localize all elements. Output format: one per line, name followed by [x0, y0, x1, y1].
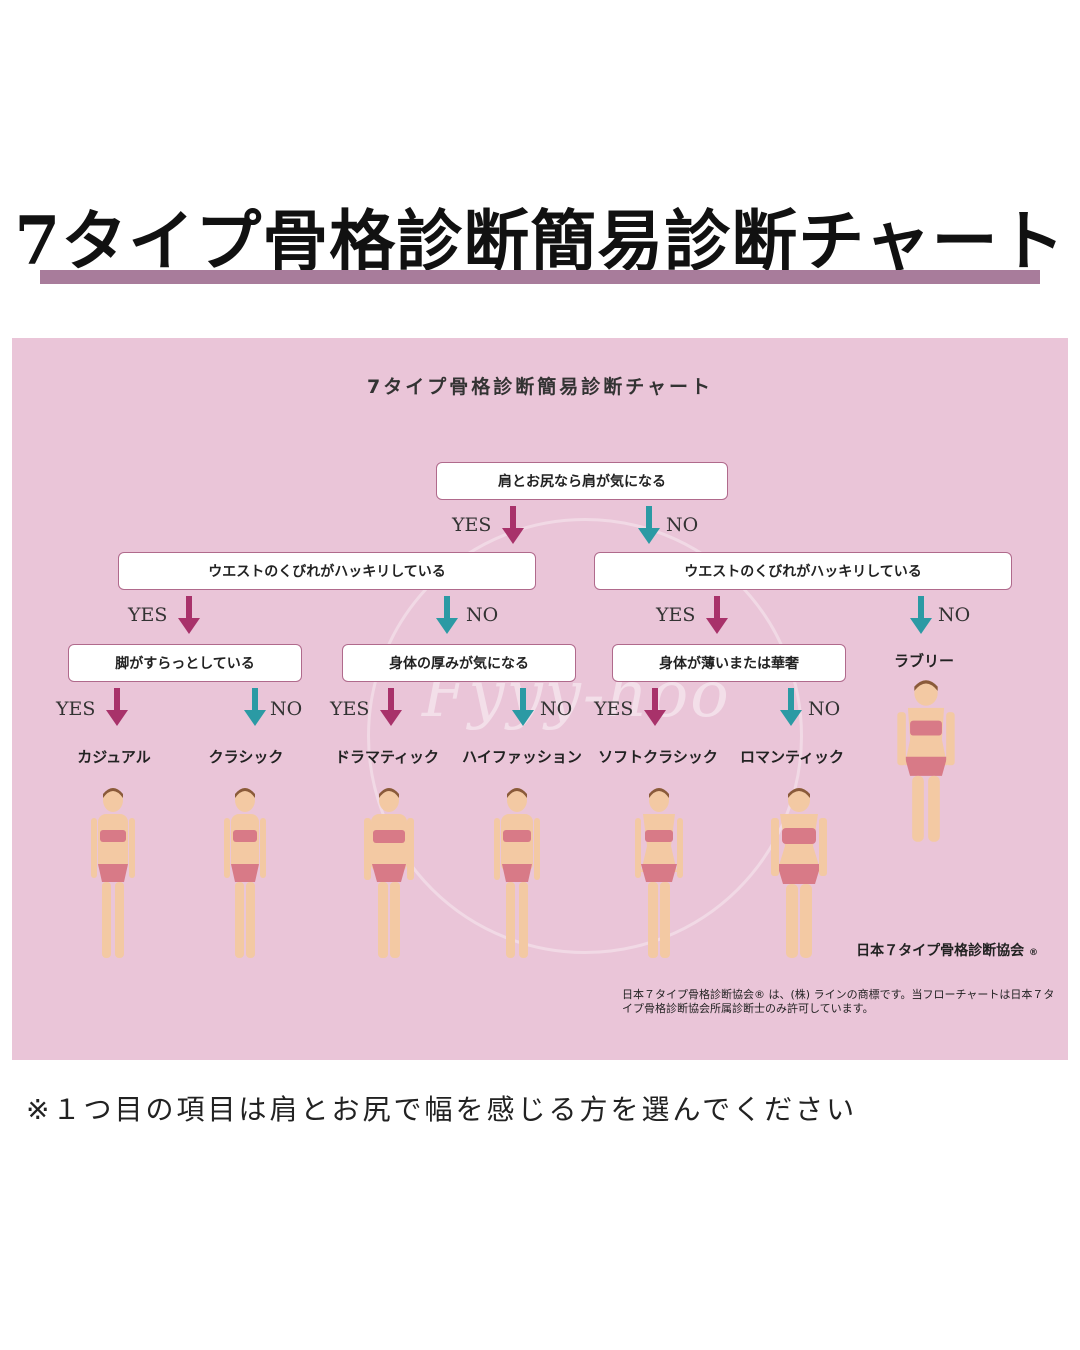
figure-casual: [91, 788, 135, 958]
no-arrow: [910, 596, 932, 636]
no-arrow: [780, 688, 802, 728]
no-arrow: [512, 688, 534, 728]
yes-label: YES: [594, 698, 634, 720]
no-label: NO: [808, 698, 841, 720]
yes-label: YES: [452, 514, 492, 536]
no-arrow: [638, 506, 660, 546]
type-romantic: ロマンティック: [739, 748, 845, 766]
yes-arrow: [380, 688, 402, 728]
legal-note: 日本７タイプ骨格診断協会® は、(株) ラインの商標です。当フローチャートは日本…: [622, 988, 1055, 1015]
yes-label: YES: [56, 698, 96, 720]
no-arrow: [436, 596, 458, 636]
association-name: 日本７タイプ骨格診断協会 ®: [856, 940, 1038, 960]
yes-label: YES: [330, 698, 370, 720]
footer-note: ※１つ目の項目は肩とお尻で幅を感じる方を選んでください: [26, 1093, 858, 1126]
figure-romantic: [771, 788, 827, 958]
question-waist-left: ウエストのくびれがハッキリしている: [118, 552, 536, 590]
type-high-fashion: ハイファッション: [462, 748, 582, 766]
type-lovely: ラブリー: [893, 652, 954, 670]
registered-mark: ®: [1029, 948, 1038, 958]
no-label: NO: [540, 698, 573, 720]
figure-dramatic: [364, 788, 414, 958]
watermark-circle: [367, 518, 803, 954]
type-classic: クラシック: [208, 748, 284, 766]
association-text: 日本７タイプ骨格診断協会: [856, 943, 1025, 959]
question-legs: 脚がすらっとしている: [68, 644, 302, 682]
figure-high-fashion: [494, 788, 540, 958]
yes-arrow: [706, 596, 728, 636]
question-body-thickness: 身体の厚みが気になる: [342, 644, 576, 682]
chart-title: 7タイプ骨格診断簡易診断チャート: [366, 376, 714, 398]
type-soft-classic: ソフトクラシック: [598, 748, 718, 766]
question-waist-right: ウエストのくびれがハッキリしている: [594, 552, 1012, 590]
question-body-thin: 身体が薄いまたは華奢: [612, 644, 846, 682]
yes-label: YES: [128, 604, 168, 626]
no-arrow: [244, 688, 266, 728]
yes-arrow: [644, 688, 666, 728]
yes-arrow: [106, 688, 128, 728]
page-title: 7タイプ骨格診断簡易診断チャート: [14, 202, 1066, 280]
question-shoulder-hip: 肩とお尻なら肩が気になる: [436, 462, 728, 500]
flowchart-panel: Fyyy-hoo 7タイプ骨格診断簡易診断チャート 肩とお尻なら肩が気になる Y…: [12, 338, 1068, 1060]
yes-label: YES: [656, 604, 696, 626]
no-label: NO: [938, 604, 971, 626]
yes-arrow: [178, 596, 200, 636]
type-dramatic: ドラマティック: [334, 748, 440, 766]
no-label: NO: [666, 514, 699, 536]
yes-arrow: [502, 506, 524, 546]
figure-soft-classic: [635, 788, 683, 958]
no-label: NO: [270, 698, 303, 720]
type-casual: カジュアル: [77, 748, 151, 766]
figure-classic: [224, 788, 266, 958]
title-underline: [40, 270, 1040, 284]
no-label: NO: [466, 604, 499, 626]
figure-lovely: [897, 680, 955, 842]
